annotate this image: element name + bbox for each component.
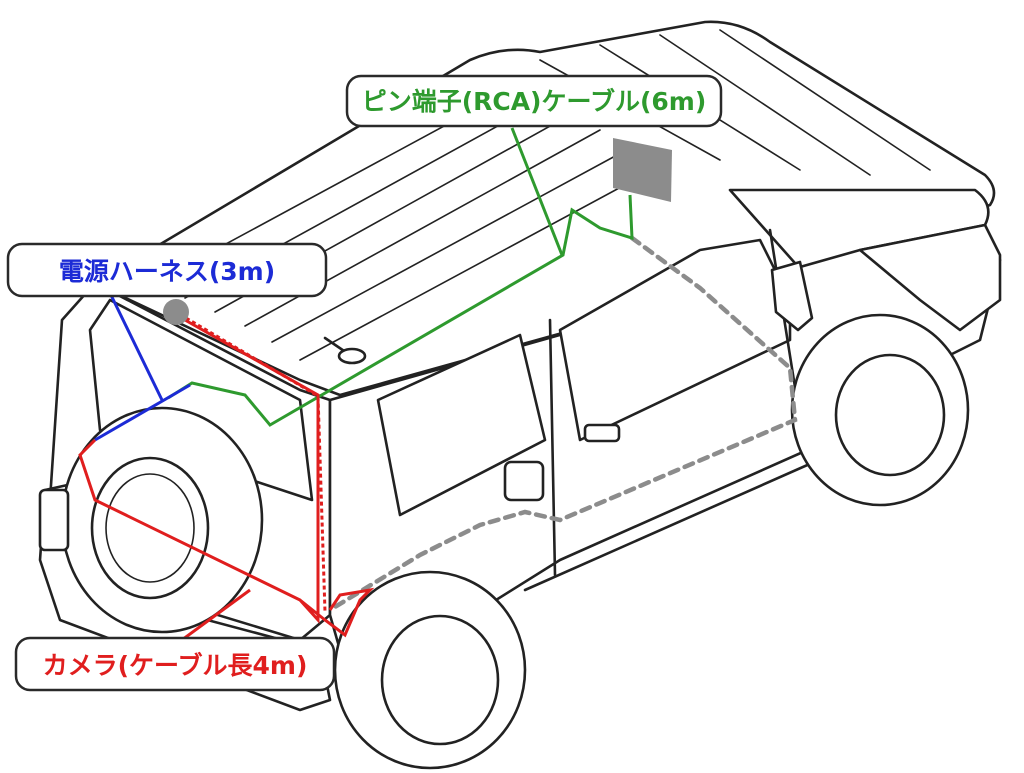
vehicle-illustration bbox=[38, 20, 1002, 770]
camera-cable-dotted bbox=[185, 316, 327, 613]
rear-wheel bbox=[333, 570, 527, 770]
power-callout-label: 電源ハーネス(3m) bbox=[59, 257, 275, 286]
rear-lamp bbox=[38, 488, 70, 552]
spare-tire bbox=[60, 406, 264, 634]
camera-callout-label: カメラ(ケーブル長4m) bbox=[43, 651, 308, 680]
power-cable-route bbox=[94, 383, 191, 442]
rca-callout: ピン端子(RCA)ケーブル(6m) bbox=[345, 74, 723, 128]
camera-cable-route bbox=[78, 318, 375, 638]
power-connector-icon bbox=[163, 299, 189, 325]
hidden-cable-route bbox=[327, 235, 798, 613]
fuel-lid bbox=[503, 460, 545, 502]
power-leader-line bbox=[108, 292, 164, 401]
rca-leader-line bbox=[510, 127, 564, 256]
side-mirror bbox=[770, 260, 814, 332]
rear-window bbox=[88, 298, 314, 502]
rocker-panel bbox=[523, 453, 832, 592]
rca-callout-label: ピン端子(RCA)ケーブル(6m) bbox=[362, 87, 707, 116]
hood bbox=[858, 223, 1002, 332]
camera-leader-line bbox=[174, 588, 251, 647]
monitor-icon bbox=[613, 138, 672, 202]
front-wheel bbox=[790, 313, 970, 507]
antenna-icon bbox=[323, 336, 367, 365]
door-handle bbox=[583, 423, 621, 443]
camera-callout: カメラ(ケーブル長4m) bbox=[14, 636, 336, 692]
power-callout: 電源ハーネス(3m) bbox=[6, 242, 328, 298]
rca-cable-route bbox=[167, 194, 634, 427]
side-window-rear bbox=[376, 333, 547, 517]
